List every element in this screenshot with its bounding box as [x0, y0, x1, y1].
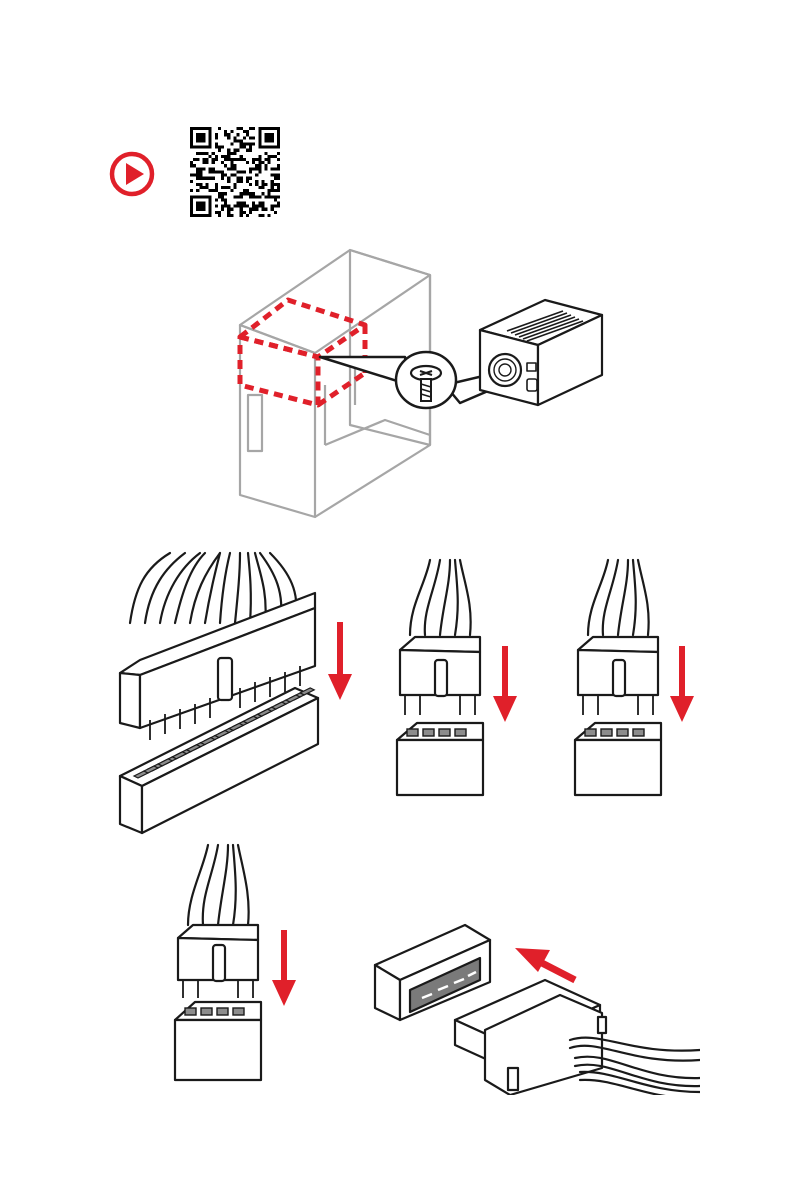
- insert-down-arrow-icon: [328, 622, 352, 700]
- pcie-8pin-illustration: [173, 840, 273, 1090]
- cpu-8pin-b-illustration: [573, 555, 673, 805]
- insert-down-arrow-icon: [272, 930, 296, 1006]
- atx-24pin-illustration: [110, 548, 330, 838]
- atx-pin: [300, 688, 314, 695]
- molex-socket: [375, 925, 490, 1020]
- insert-down-arrow-icon: [670, 646, 694, 722]
- play-icon[interactable]: [108, 150, 156, 198]
- qr-code[interactable]: [190, 127, 280, 217]
- psu-bay-marker: [240, 300, 365, 405]
- cpu-8pin-a-illustration: [395, 555, 495, 805]
- insert-left-arrow-icon: [515, 945, 575, 980]
- insert-down-arrow-icon: [493, 646, 517, 722]
- power-supply-unit: [480, 300, 602, 405]
- psu-install-illustration: [230, 245, 610, 525]
- molex-4pin-illustration: [370, 920, 700, 1095]
